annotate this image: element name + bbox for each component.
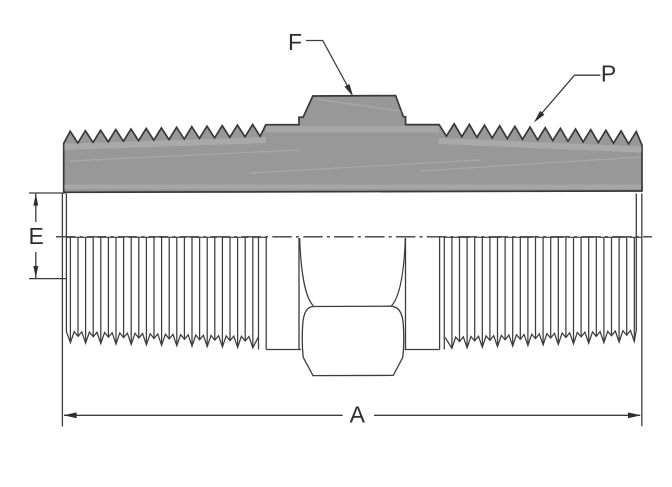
svg-text:A: A — [350, 402, 366, 428]
svg-text:E: E — [29, 223, 44, 249]
svg-text:F: F — [288, 29, 302, 55]
svg-text:P: P — [601, 61, 616, 87]
